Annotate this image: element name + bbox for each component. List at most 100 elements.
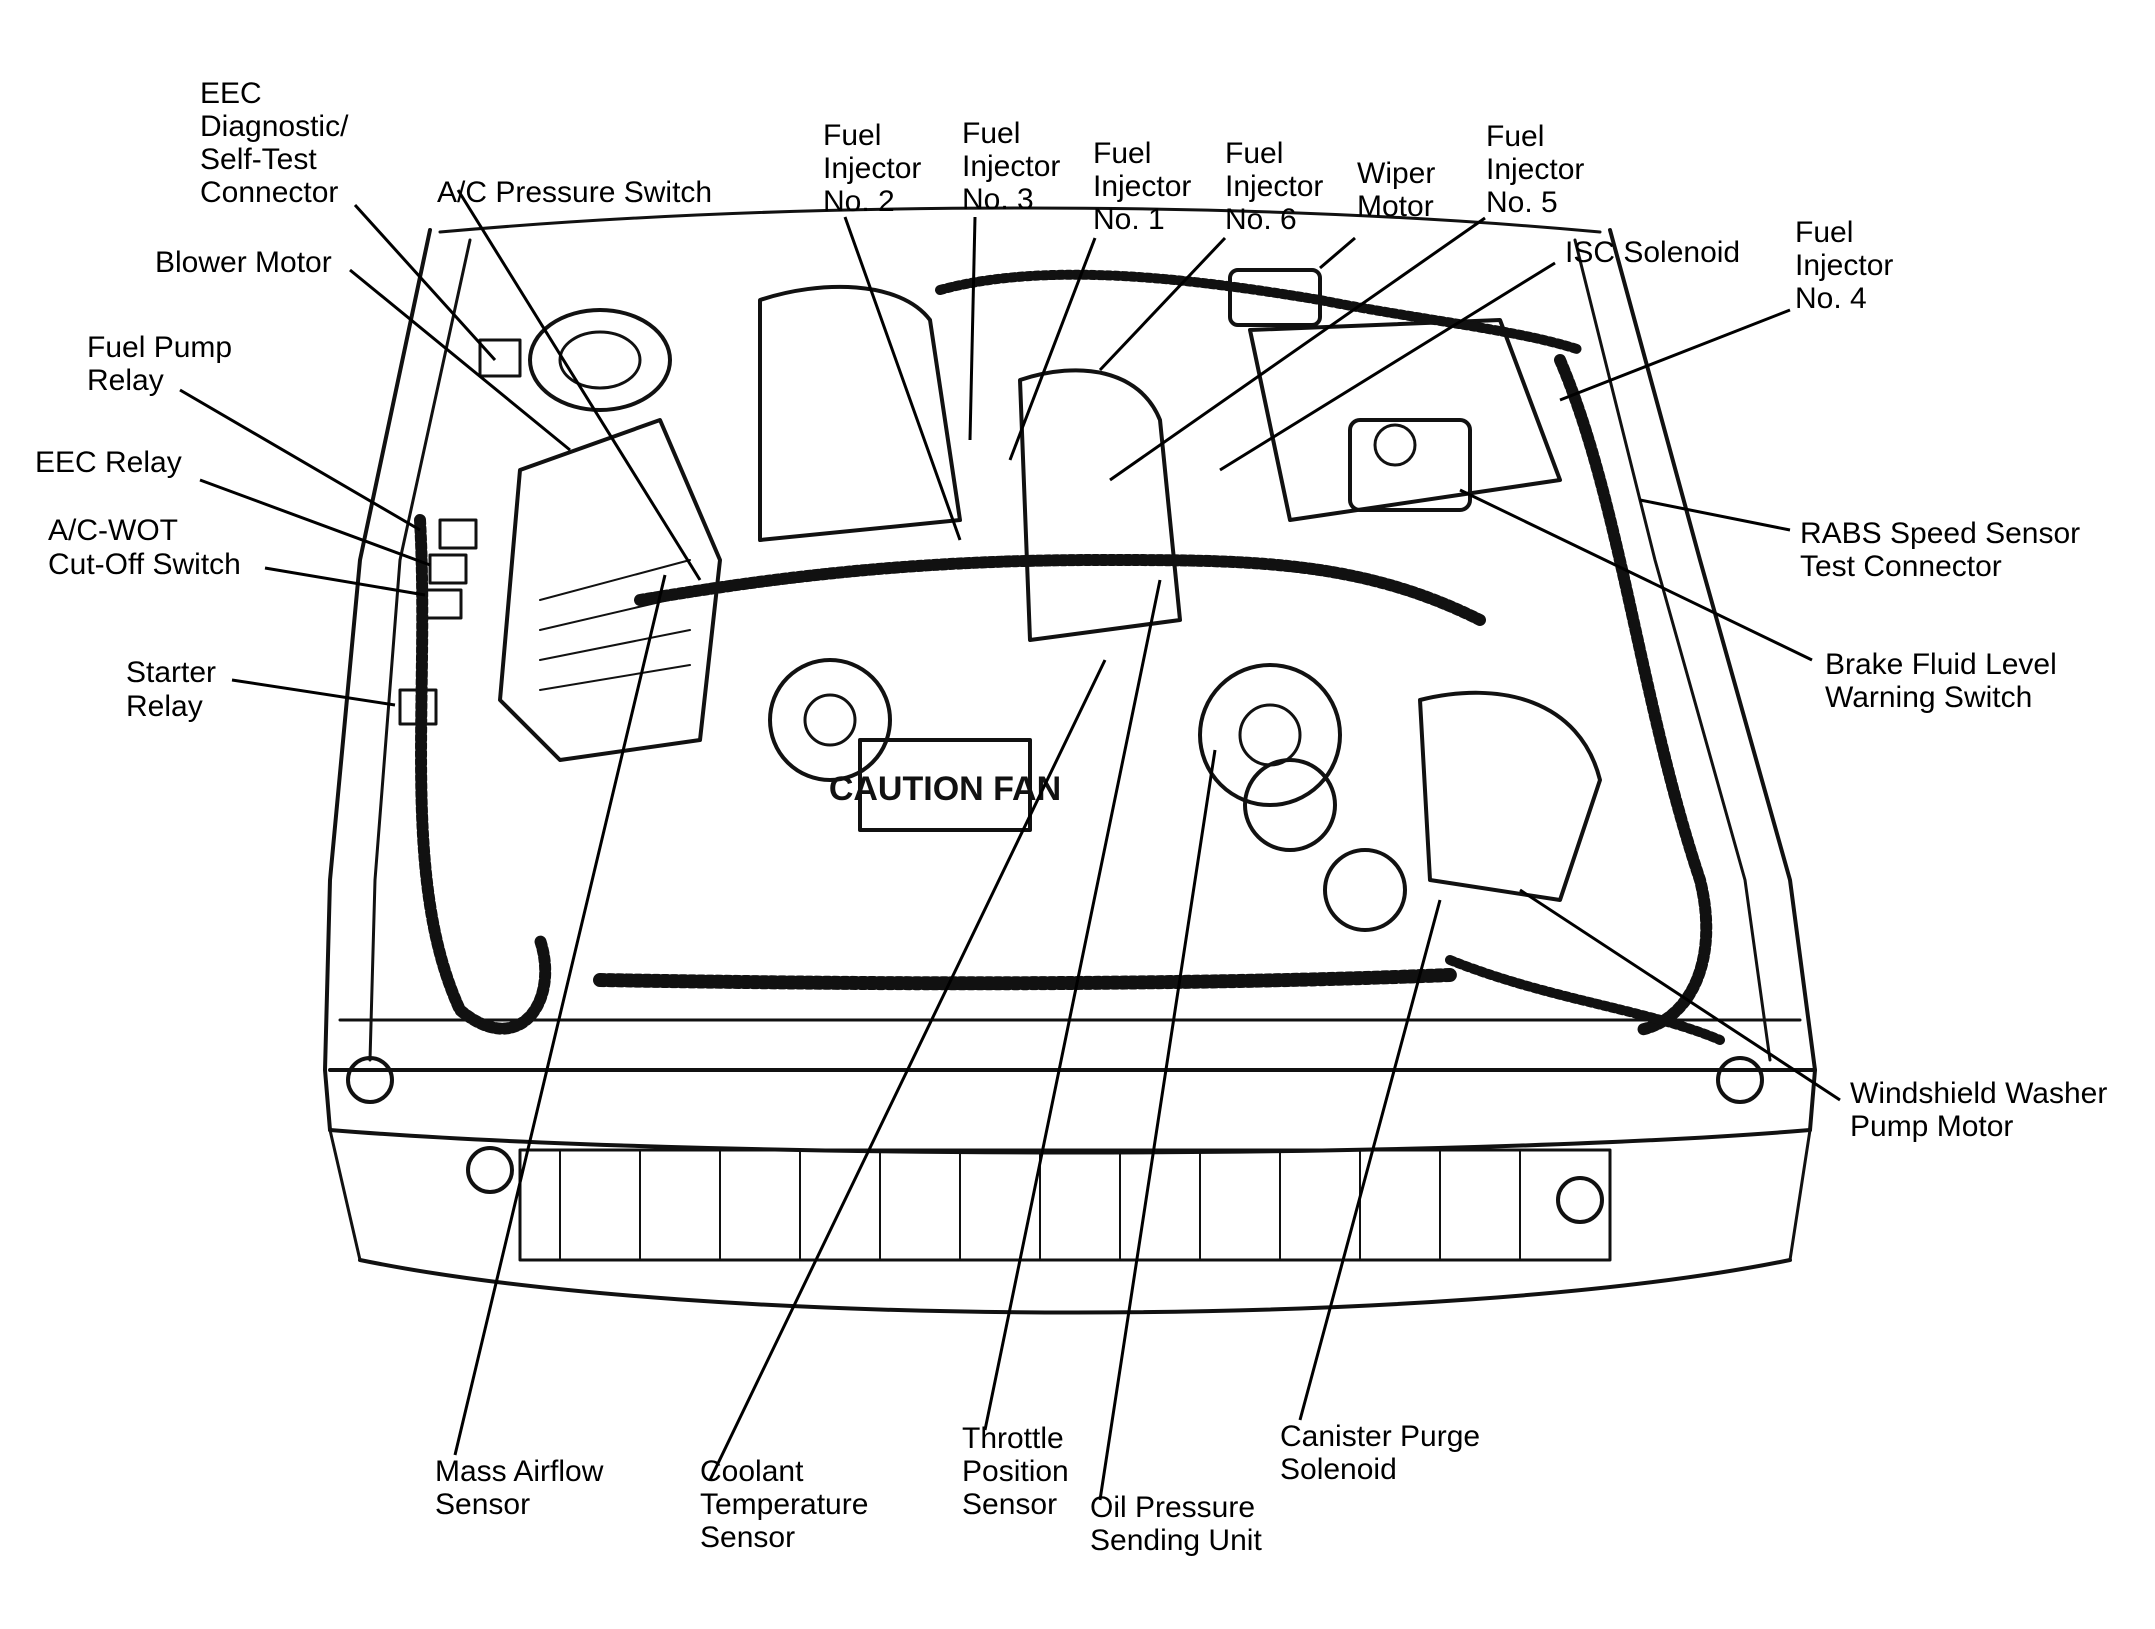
- label-wiper-line2: Motor: [1357, 190, 1434, 223]
- right-fender-inner: [1573, 238, 1772, 1062]
- grille-bars: [559, 1149, 1521, 1261]
- label-tps-line2: Position: [962, 1455, 1069, 1488]
- bumper-right-end: [1788, 1128, 1812, 1262]
- label-inj5-line1: Fuel: [1486, 120, 1544, 153]
- blower-motor-shape: [528, 308, 672, 412]
- harness-front: [1445, 955, 1725, 1045]
- label-inj2-line1: Fuel: [823, 119, 881, 152]
- label-brake-line1: Brake Fluid Level: [1825, 648, 2057, 681]
- starter-relay-block: [398, 688, 438, 726]
- label-washer-pump: Windshield Washer Pump Motor: [1850, 1077, 2107, 1143]
- label-brake-fluid-switch: Brake Fluid Level Warning Switch: [1825, 648, 2057, 714]
- label-inj1-line2: Injector: [1093, 170, 1191, 203]
- label-tps-line3: Sensor: [962, 1488, 1057, 1521]
- label-maf-line2: Sensor: [435, 1488, 530, 1521]
- coolant-overflow-cap: [1323, 848, 1407, 932]
- label-washer-line2: Pump Motor: [1850, 1110, 2013, 1143]
- ac-compressor-hub: [1238, 703, 1302, 767]
- label-inj6-line2: Injector: [1225, 170, 1323, 203]
- intake-runner-right: [1018, 368, 1182, 642]
- water-pump-pulley: [768, 658, 892, 782]
- caution-fan-text: CAUTION FAN: [829, 770, 1061, 808]
- label-inj2-line3: No. 2: [823, 185, 895, 218]
- label-inj3-line1: Fuel: [962, 117, 1020, 150]
- label-eec-diag-line1: EEC: [200, 77, 262, 110]
- label-inj2-line2: Injector: [823, 152, 921, 185]
- label-inj1-line1: Fuel: [1093, 137, 1151, 170]
- label-inj4-line2: Injector: [1795, 249, 1893, 282]
- air-cleaner-ribs: [539, 559, 691, 691]
- harness-right: [1554, 354, 1713, 1036]
- label-fuel-injector-5: Fuel Injector No. 5: [1486, 120, 1584, 219]
- cowl-line: [438, 206, 1602, 234]
- label-brake-line2: Warning Switch: [1825, 681, 2032, 714]
- label-eec-diag-line2: Diagnostic/: [200, 110, 349, 143]
- label-ac-wot-line1: A/C-WOT: [48, 514, 178, 547]
- label-inj6-line1: Fuel: [1225, 137, 1283, 170]
- label-coolant-line2: Temperature: [700, 1488, 868, 1521]
- label-washer-line1: Windshield Washer: [1850, 1077, 2107, 1110]
- harness-center: [634, 554, 1486, 626]
- leader-rabs: [1639, 498, 1791, 532]
- label-canister-line2: Solenoid: [1280, 1453, 1397, 1486]
- label-canister-line1: Canister Purge: [1280, 1420, 1480, 1453]
- label-inj4-line3: No. 4: [1795, 282, 1867, 315]
- leader-ac-pressure: [456, 189, 702, 581]
- master-cylinder-cap: [1373, 423, 1417, 467]
- label-fuel-injector-1: Fuel Injector No. 1: [1093, 137, 1191, 236]
- leader-isc: [1219, 261, 1556, 472]
- front-bumper-bottom: [358, 1258, 1792, 1315]
- ac-compressor-pulley: [1198, 663, 1342, 807]
- label-mass-airflow: Mass Airflow Sensor: [435, 1455, 604, 1521]
- leader-inj5: [1109, 216, 1486, 482]
- label-inj5-line2: Injector: [1486, 153, 1584, 186]
- label-tps-line1: Throttle: [962, 1422, 1064, 1455]
- water-pump-hub: [803, 693, 857, 747]
- radiator-hose: [593, 968, 1457, 991]
- front-bumper-top: [328, 1128, 1812, 1155]
- valve-cover-right: [1248, 318, 1562, 522]
- label-fuel-injector-6: Fuel Injector No. 6: [1225, 137, 1323, 236]
- left-fender-outline: [323, 228, 432, 1132]
- label-fuel-pump-line1: Fuel Pump: [87, 331, 232, 364]
- wot-switch-block: [423, 588, 463, 620]
- eec-relay-block: [428, 553, 468, 585]
- leader-canister: [1298, 899, 1442, 1421]
- harness-left: [414, 514, 552, 1035]
- caution-fan-plate: [858, 738, 1032, 832]
- label-blower-motor: Blower Motor: [155, 246, 332, 279]
- label-fuel-injector-3: Fuel Injector No. 3: [962, 117, 1060, 216]
- label-ac-wot-line2: Cut-Off Switch: [48, 548, 241, 581]
- label-fuel-pump-relay: Fuel Pump Relay: [87, 331, 232, 397]
- label-fuel-injector-4: Fuel Injector No. 4: [1795, 216, 1893, 315]
- washer-reservoir: [1418, 690, 1602, 902]
- label-fuel-pump-line2: Relay: [87, 364, 164, 397]
- label-starter-line1: Starter: [126, 656, 216, 689]
- eec-connector-block: [478, 338, 522, 378]
- label-rabs-line2: Test Connector: [1800, 550, 2002, 583]
- leader-tps: [983, 579, 1162, 1431]
- label-eec-relay: EEC Relay: [35, 446, 182, 479]
- harness-top: [935, 269, 1585, 355]
- leader-oil: [1098, 749, 1217, 1501]
- leader-eec-relay: [199, 478, 431, 567]
- label-ac-wot-switch: A/C-WOT Cut-Off Switch: [48, 514, 241, 581]
- label-canister-purge: Canister Purge Solenoid: [1280, 1420, 1480, 1486]
- crank-pulley: [1243, 758, 1337, 852]
- leader-wiper: [1319, 236, 1356, 270]
- leader-inj4: [1559, 308, 1791, 402]
- label-coolant-line1: Coolant: [700, 1455, 804, 1488]
- leader-fuel-pump: [179, 388, 421, 532]
- label-starter-line2: Relay: [126, 690, 203, 723]
- leader-blower: [349, 268, 571, 452]
- label-isc-solenoid: ISC Solenoid: [1565, 236, 1740, 269]
- labels: EEC Diagnostic/ Self-Test Connector A/C …: [35, 77, 2107, 1557]
- leader-maf: [453, 574, 667, 1456]
- label-rabs-speed-sensor: RABS Speed Sensor Test Connector: [1800, 517, 2080, 583]
- label-fuel-injector-2: Fuel Injector No. 2: [823, 119, 921, 218]
- label-coolant-temp: Coolant Temperature Sensor: [700, 1455, 868, 1554]
- leader-coolant: [708, 659, 1107, 1481]
- grille: [518, 1148, 1612, 1262]
- label-starter-relay: Starter Relay: [126, 656, 216, 723]
